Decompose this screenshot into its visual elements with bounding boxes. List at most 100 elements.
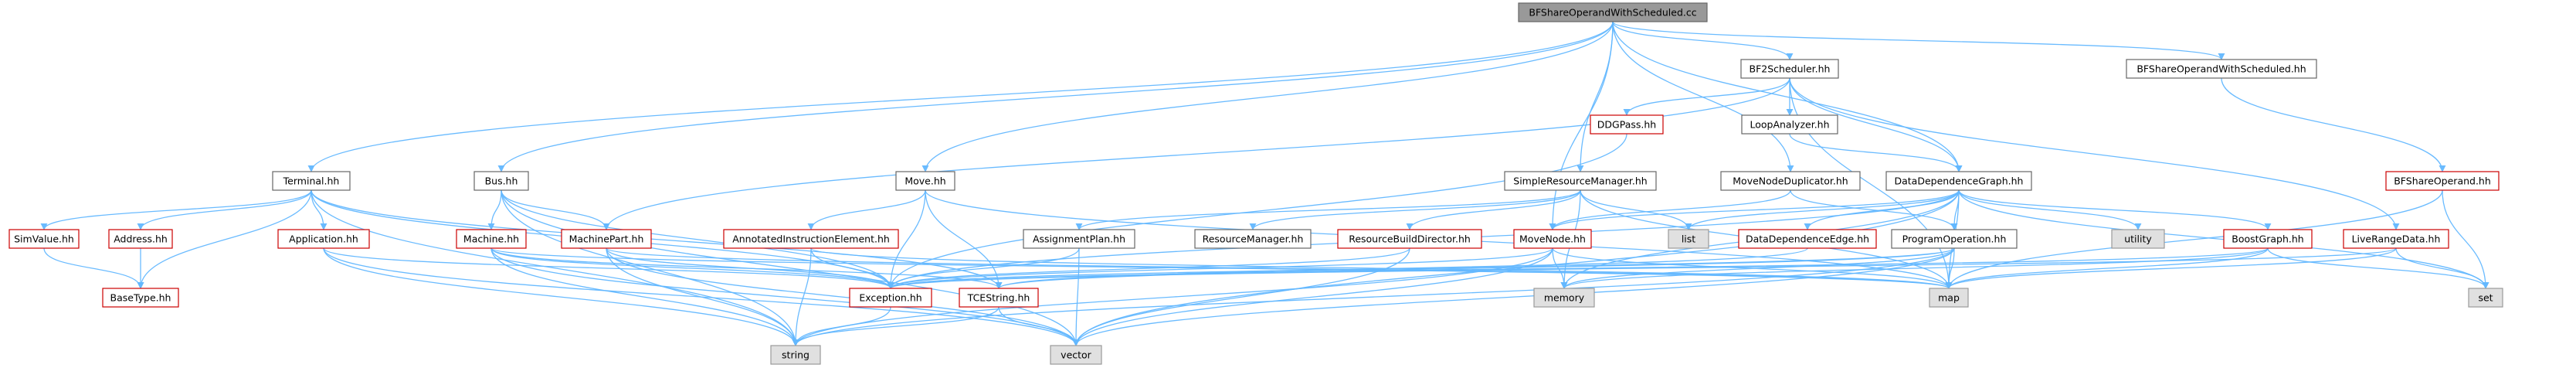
node-rbd[interactable]: ResourceBuildDirector.hh [1337,229,1482,249]
edge-simvalue-to-basetype [43,247,144,289]
node-label-dde: DataDependenceEdge.hh [1746,233,1869,245]
node-simvalue[interactable]: SimValue.hh [8,229,80,249]
node-aie[interactable]: AnnotatedInstructionElement.hh [723,229,899,249]
node-label-loopanalyzer: LoopAnalyzer.hh [1750,119,1829,131]
edge-root-to-srm [1576,21,1614,172]
node-box-utility [2111,229,2165,249]
node-loopanalyzer[interactable]: LoopAnalyzer.hh [1741,114,1838,135]
node-bus[interactable]: Bus.hh [473,171,529,191]
edge-assignmentplan-to-exception [887,247,1080,289]
node-address[interactable]: Address.hh [108,229,173,249]
edge-machinepart-to-vector [606,247,1080,346]
node-box-bf2sched [1740,59,1839,79]
edge-srm-to-assignmentplan [1075,189,1581,230]
node-ddgpass[interactable]: DDGPass.hh [1590,114,1664,135]
node-box-loopanalyzer [1741,114,1838,135]
edge-liverange-to-set [2395,247,2489,289]
edge-move-to-tcestring [925,189,1003,289]
edge-application-to-exception [323,247,894,289]
node-box-resourcemanager [1194,229,1312,249]
node-mnd[interactable]: MoveNodeDuplicator.hh [1720,171,1861,191]
edge-bus-to-machine [487,189,502,230]
node-liverange[interactable]: LiveRangeData.hh [2343,229,2449,249]
node-bfsowsh[interactable]: BFShareOperandWithScheduled.hh [2126,59,2317,79]
edge-progop-to-string [792,247,1955,346]
node-box-bus [473,171,529,191]
node-box-dde [1738,229,1877,249]
node-box-exception [849,288,932,308]
node-tcestring[interactable]: TCEString.hh [959,288,1039,308]
node-machine[interactable]: Machine.hh [456,229,527,249]
node-resourcemanager[interactable]: ResourceManager.hh [1194,229,1312,249]
node-box-application [277,229,370,249]
node-terminal[interactable]: Terminal.hh [272,171,351,191]
node-label-machine: Machine.hh [463,233,519,245]
node-exception[interactable]: Exception.hh [849,288,932,308]
node-box-liverange [2343,229,2449,249]
edge-bf2sched-to-machinepart [602,77,1790,230]
node-label-root: BFShareOperandWithScheduled.cc [1529,7,1696,19]
node-application[interactable]: Application.hh [277,229,370,249]
node-box-machinepart [561,229,652,249]
node-box-ddg [1885,171,2032,191]
node-label-ddgpass: DDGPass.hh [1597,119,1656,131]
node-map: map [1929,288,1969,308]
node-box-srm [1504,171,1657,191]
node-assignmentplan[interactable]: AssignmentPlan.hh [1023,229,1135,249]
edge-ddg-to-boostgraph [1958,189,2272,230]
node-box-terminal [272,171,351,191]
node-set: set [2468,288,2503,308]
node-box-map [1929,288,1969,308]
node-ddg[interactable]: DataDependenceGraph.hh [1885,171,2032,191]
node-label-map: map [1938,292,1960,304]
edge-root-to-terminal [307,21,1614,172]
edge-machinepart-to-string [606,247,799,346]
edge-movenode-to-exception [887,247,1553,289]
edge-tcestring-to-vector [998,306,1080,346]
edge-root-to-move [921,21,1614,172]
node-label-string: string [782,349,809,361]
edge-move-to-exception [887,189,926,289]
node-bfshareoperand[interactable]: BFShareOperand.hh [2385,171,2500,191]
edges-layer [40,21,2489,346]
node-label-exception: Exception.hh [859,292,921,304]
node-movenode[interactable]: MoveNode.hh [1513,229,1592,249]
node-label-simvalue: SimValue.hh [14,233,74,245]
edge-srm-to-resourcemanager [1249,189,1581,230]
edge-machinepart-to-exception [606,247,894,289]
node-boostgraph[interactable]: BoostGraph.hh [2223,229,2313,249]
node-box-ddgpass [1590,114,1664,135]
node-label-bfsowsh: BFShareOperandWithScheduled.hh [2136,63,2306,75]
edge-ddg-to-movenode [1549,189,1960,230]
node-box-set [2468,288,2503,308]
node-box-assignmentplan [1023,229,1135,249]
node-box-tcestring [959,288,1039,308]
node-progop[interactable]: ProgramOperation.hh [1891,229,2018,249]
node-bf2sched[interactable]: BF2Scheduler.hh [1740,59,1839,79]
edge-terminal-to-simvalue [40,189,312,230]
edge-root-to-ddg [1612,21,1963,172]
edge-assignmentplan-to-vector [1072,247,1080,346]
node-label-bf2sched: BF2Scheduler.hh [1750,63,1831,75]
edge-loopanalyzer-to-ddg [1789,133,1963,172]
node-label-liverange: LiveRangeData.hh [2352,233,2441,245]
node-srm[interactable]: SimpleResourceManager.hh [1504,171,1657,191]
edge-progop-to-vector [1072,247,1955,346]
node-label-bus: Bus.hh [485,175,518,187]
node-basetype[interactable]: BaseType.hh [102,288,179,308]
node-box-mnd [1720,171,1861,191]
edge-terminal-to-application [311,189,328,230]
edge-bf2sched-to-ddgpass [1623,77,1790,116]
node-label-srm: SimpleResourceManager.hh [1513,175,1647,187]
node-dde[interactable]: DataDependenceEdge.hh [1738,229,1877,249]
edge-terminal-to-basetype [137,189,312,289]
node-box-list [1668,229,1709,249]
edge-terminal-to-string [311,189,799,346]
node-move[interactable]: Move.hh [895,171,955,191]
edge-exception-to-string [792,306,891,346]
edge-machine-to-string [490,247,799,346]
node-label-application: Application.hh [289,233,358,245]
edge-root-to-bf2sched [1612,21,1794,60]
node-machinepart[interactable]: MachinePart.hh [561,229,652,249]
